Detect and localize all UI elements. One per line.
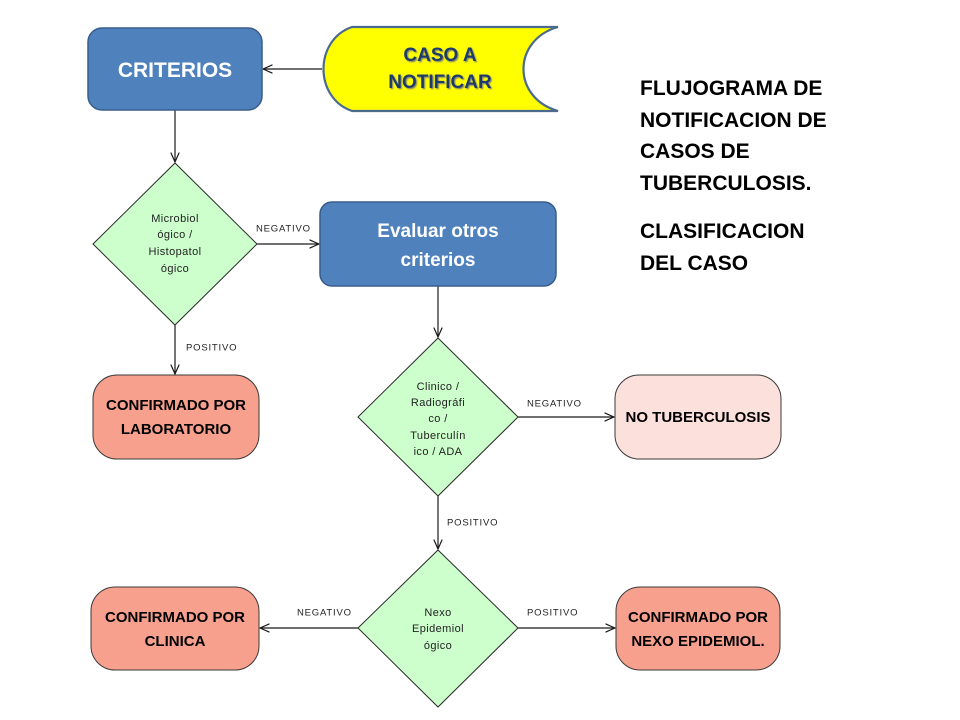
edge-label-clinico-positivo: POSITIVO bbox=[447, 518, 498, 529]
decision-microbiologico-line-1: Microbiol bbox=[151, 213, 199, 225]
node-decision-microbiologico: Microbiol ógico / Histopatol ógico bbox=[92, 162, 258, 326]
caso-a-notificar-line-1: CASO A bbox=[403, 45, 476, 66]
node-no-tuberculosis: NO TUBERCULOSIS bbox=[614, 374, 782, 460]
confirmado-laboratorio-line-2: LABORATORIO bbox=[121, 421, 232, 438]
evaluar-otros-criterios-line-1: Evaluar otros bbox=[377, 221, 498, 242]
decision-microbiologico-line-4: ógico bbox=[161, 263, 189, 275]
decision-clinico-line-2: Radiográfi bbox=[411, 397, 465, 409]
connectors bbox=[175, 69, 615, 628]
criterios-box bbox=[87, 27, 263, 111]
node-confirmado-clinica: CONFIRMADO POR CLINICA bbox=[90, 586, 260, 671]
criterios-label: CRITERIOS bbox=[118, 59, 232, 82]
decision-clinico-line-5: ico / ADA bbox=[414, 446, 463, 458]
no-tuberculosis-box bbox=[614, 374, 782, 460]
node-evaluar-otros-criterios: Evaluar otros criterios bbox=[319, 201, 557, 287]
edge-label-nexo-negativo: NEGATIVO bbox=[297, 608, 352, 619]
decision-nexo-line-2: Epidemiol bbox=[412, 623, 464, 635]
decision-nexo-diamond bbox=[357, 549, 519, 708]
edge-label-clinico-negativo: NEGATIVO bbox=[527, 399, 582, 410]
edge-label-microbiologico-positivo: POSITIVO bbox=[186, 343, 237, 354]
title-line-1: FLUJOGRAMA DE bbox=[640, 77, 822, 100]
decision-nexo-line-1: Nexo bbox=[424, 607, 451, 619]
confirmado-nexo-box bbox=[615, 586, 781, 671]
confirmado-clinica-line-2: CLINICA bbox=[145, 633, 206, 650]
confirmado-clinica-box bbox=[90, 586, 260, 671]
confirmado-nexo-line-2: NEXO EPIDEMIOL. bbox=[631, 633, 764, 650]
decision-clinico-line-4: Tuberculín bbox=[410, 430, 466, 442]
edge-label-nexo-positivo: POSITIVO bbox=[527, 608, 578, 619]
confirmado-nexo-line-1: CONFIRMADO POR bbox=[628, 609, 768, 626]
node-decision-clinico: Clinico / Radiográfi co / Tuberculín ico… bbox=[357, 337, 519, 497]
caso-a-notificar-shape bbox=[322, 25, 559, 113]
title-line-2: NOTIFICACION DE bbox=[640, 109, 827, 132]
subtitle-line-2: DEL CASO bbox=[640, 252, 748, 275]
evaluar-otros-criterios-line-2: criterios bbox=[401, 250, 476, 271]
node-decision-nexo: Nexo Epidemiol ógico bbox=[357, 549, 519, 708]
confirmado-clinica-line-1: CONFIRMADO POR bbox=[105, 609, 245, 626]
caso-a-notificar-line-2: NOTIFICAR bbox=[388, 72, 492, 93]
node-confirmado-laboratorio: CONFIRMADO POR LABORATORIO bbox=[92, 374, 260, 460]
confirmado-laboratorio-box bbox=[92, 374, 260, 460]
node-confirmado-nexo: CONFIRMADO POR NEXO EPIDEMIOL. bbox=[615, 586, 781, 671]
no-tuberculosis-label: NO TUBERCULOSIS bbox=[625, 409, 770, 426]
decision-microbiologico-diamond bbox=[92, 162, 258, 326]
decision-clinico-diamond bbox=[357, 337, 519, 497]
edge-labels: NEGATIVO POSITIVO NEGATIVO POSITIVO NEGA… bbox=[186, 224, 582, 619]
decision-microbiologico-line-2: ógico / bbox=[157, 229, 193, 241]
node-criterios: CRITERIOS bbox=[87, 27, 263, 111]
title-line-3: CASOS DE bbox=[640, 140, 750, 163]
decision-clinico-line-3: co / bbox=[428, 413, 448, 425]
node-caso-a-notificar: CASO A NOTIFICAR bbox=[322, 25, 559, 113]
subtitle-line-1: CLASIFICACION bbox=[640, 220, 805, 243]
decision-microbiologico-line-3: Histopatol bbox=[149, 246, 202, 258]
evaluar-otros-criterios-box bbox=[319, 201, 557, 287]
decision-nexo-line-3: ógico bbox=[424, 640, 452, 652]
edge-label-microbiologico-negativo: NEGATIVO bbox=[256, 224, 311, 235]
confirmado-laboratorio-line-1: CONFIRMADO POR bbox=[106, 397, 246, 414]
decision-clinico-line-1: Clinico / bbox=[417, 381, 460, 393]
title-line-4: TUBERCULOSIS. bbox=[640, 172, 812, 195]
title-block: FLUJOGRAMA DE NOTIFICACION DE CASOS DE T… bbox=[640, 77, 827, 275]
